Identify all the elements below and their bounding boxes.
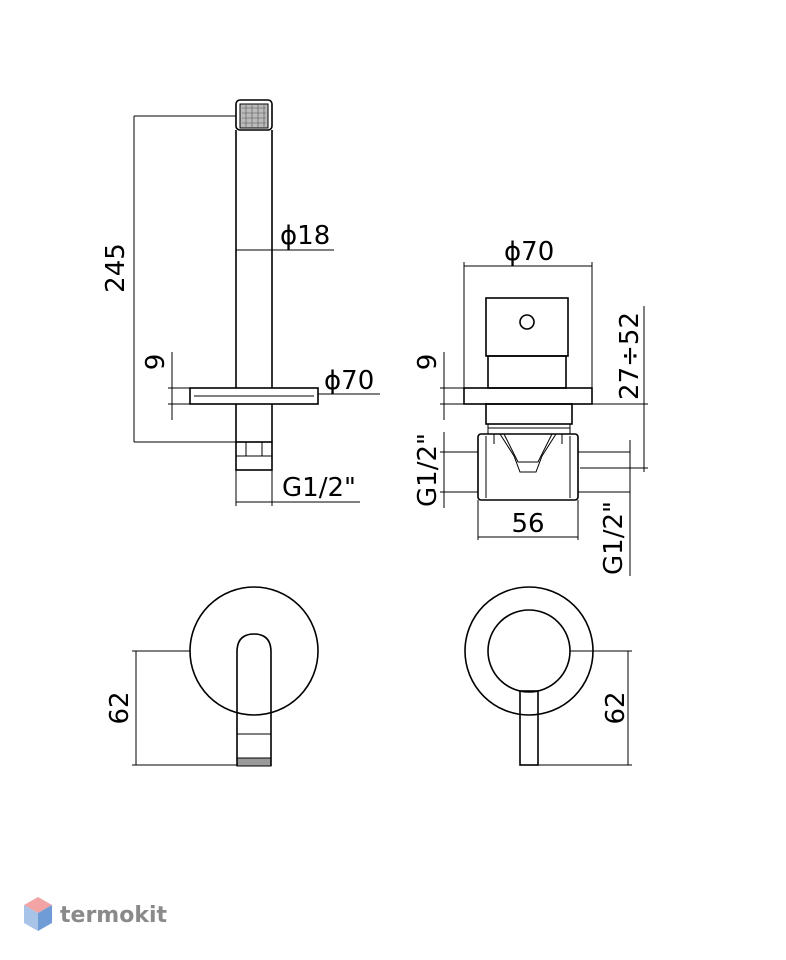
logo-cube-right	[38, 905, 52, 931]
dim-spout-thread: G1/2"	[282, 473, 356, 503]
mixer-side-view: ϕ70 9 27÷52 G1/2" 56 G1/2"	[413, 237, 648, 576]
dim-inlet-thread-left: G1/2"	[413, 433, 443, 507]
dim-handle-height-front: 62	[601, 691, 631, 724]
dim-rosette-diameter-side: ϕ70	[324, 366, 374, 396]
handle-base-front	[487, 609, 571, 693]
dim-mount-depth: 27÷52	[615, 312, 645, 400]
dim-body-width: 56	[511, 509, 544, 539]
spout-front-view: 62	[105, 586, 319, 767]
spout-front-body	[236, 633, 272, 736]
valve-body	[477, 433, 579, 501]
dim-rosette-thickness-mixer: 9	[413, 354, 443, 371]
logo-cube-left	[24, 905, 38, 931]
logo-wordmark: termokit	[60, 903, 167, 928]
mixer-front-view: 62	[464, 586, 632, 766]
dim-rosette-diameter-mixer: ϕ70	[504, 237, 554, 267]
spout-aerator-front	[236, 757, 272, 767]
rosette-plate-side	[189, 387, 319, 405]
dim-rosette-thickness-side: 9	[141, 354, 171, 371]
termokit-logo: termokit	[24, 897, 167, 931]
handle-block	[485, 297, 569, 357]
rosette-front-spout	[189, 586, 319, 716]
handle-pin	[519, 314, 535, 330]
spout-side-view: 245 ϕ18 ϕ70 9 G1/2"	[101, 99, 380, 506]
dim-spout-height-front: 62	[105, 691, 135, 724]
dim-spout-length: 245	[101, 243, 131, 293]
rosette-plate-mixer	[463, 387, 593, 405]
dim-spout-diameter: ϕ18	[280, 221, 330, 251]
dim-inlet-thread-right: G1/2"	[599, 501, 629, 575]
valve-cartridge	[499, 433, 557, 473]
aerator-head	[235, 99, 273, 131]
handle-lever-front	[519, 690, 539, 766]
